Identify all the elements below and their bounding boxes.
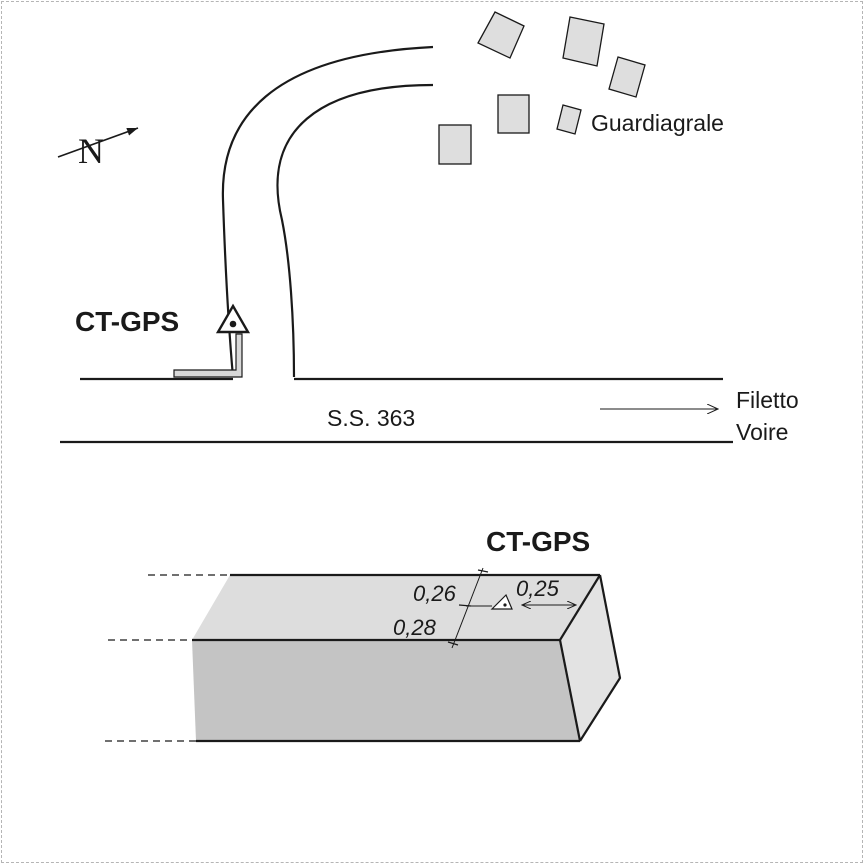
block-outline [192,573,622,743]
dimension-tick [477,569,489,573]
monument-detail: CT-GPS 0,26 0,28 0,25 [105,526,622,743]
station-label-map: CT-GPS [75,306,179,337]
dimension-tick [447,641,459,646]
building [477,11,525,59]
dimension-label-top: 0,26 [413,581,457,606]
station-label-detail: CT-GPS [486,526,590,557]
destination-label-line1: Filetto [736,387,799,413]
building [562,16,605,67]
station-marker-icon [215,303,251,334]
dimension-label-side: 0,25 [516,576,560,601]
dimension-line-diagonal [451,567,484,649]
town-label: Guardiagrale [591,110,724,136]
building [497,94,530,134]
destination-label-line2: Voire [736,419,788,445]
road-edge-left [221,45,434,378]
north-label: N [78,131,104,171]
building [608,56,646,98]
north-arrow: N [57,127,139,171]
dimension-label-bottom: 0,28 [393,615,437,640]
station-access-path [173,333,243,378]
building [438,124,472,165]
road-edge-right [276,83,434,378]
location-map: N Guardiagrale CT-GPS S.S. 363 [57,11,799,445]
town-buildings [438,11,646,165]
north-arrow-line [57,127,139,158]
building [556,104,582,135]
block-top-face [192,575,600,640]
block-front-face [192,640,580,741]
station-marker-small-icon [490,593,513,610]
road-label: S.S. 363 [327,405,415,431]
